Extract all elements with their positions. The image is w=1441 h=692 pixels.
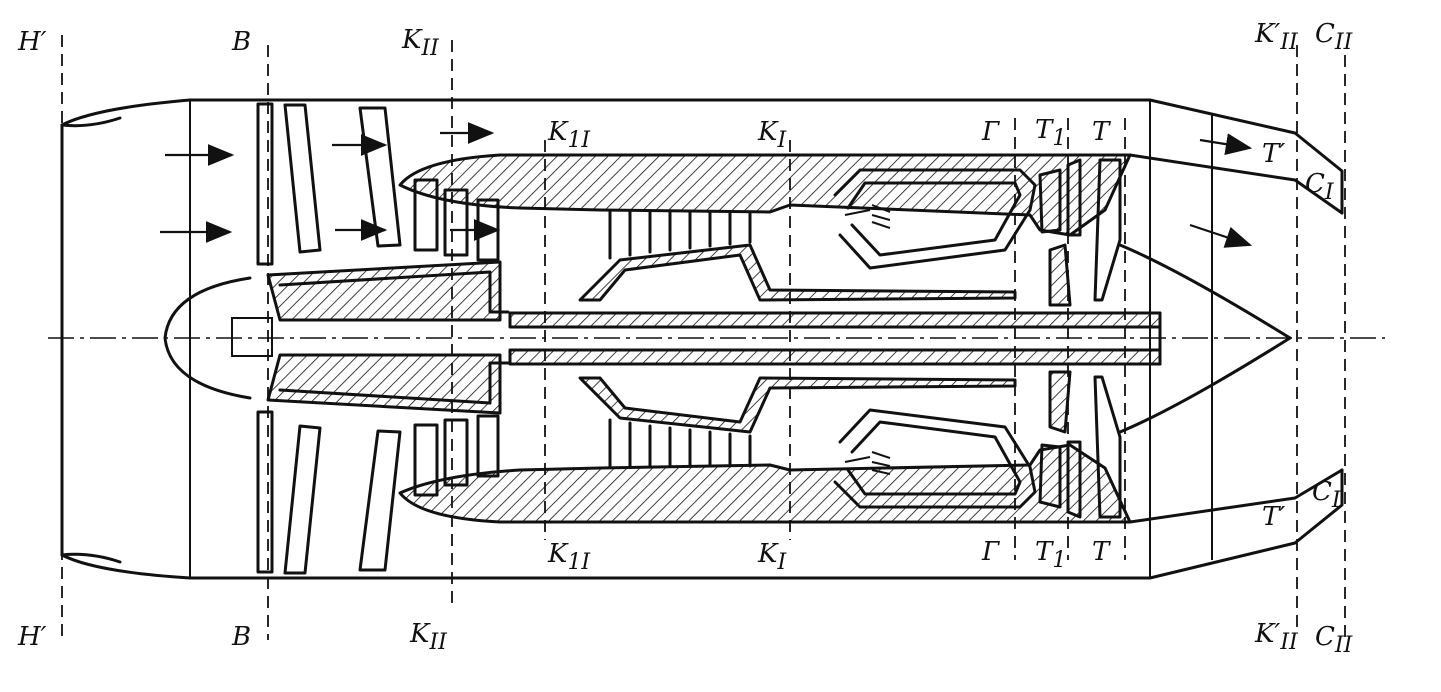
station-lines <box>61 35 1346 640</box>
label-t-prime-top: T′ <box>1262 139 1285 169</box>
label-k-ii-prime-top: K′II <box>1254 19 1299 55</box>
label-t1-top: T1 <box>1035 115 1066 151</box>
turbine-upper <box>1038 158 1292 340</box>
label-g-bottom: Г <box>981 537 1000 567</box>
label-k-ii-bottom: KII <box>409 619 448 655</box>
combustor-lower <box>833 408 1037 509</box>
label-c-ii-top: CII <box>1315 19 1354 55</box>
label-c-i-top: CI <box>1305 169 1335 205</box>
flow-arrows <box>160 122 1253 248</box>
engine-shaft <box>508 311 1162 366</box>
station-labels-bottom: H′ В KII K1I KI Г T1 T K′II CII T′ CI <box>17 477 1354 658</box>
label-k-1i-bottom: K1I <box>547 539 591 575</box>
label-c-ii-bottom: CII <box>1315 622 1354 658</box>
label-h-prime-top: H′ <box>17 27 47 57</box>
label-g-top: Г <box>981 117 1000 147</box>
combustor-upper <box>833 168 1037 270</box>
core-cowl <box>398 153 1344 524</box>
label-t1-bottom: T1 <box>1035 537 1066 573</box>
label-h-prime-bottom: H′ <box>17 622 47 652</box>
label-c-i-bottom: CI <box>1312 477 1342 513</box>
spinner-and-hub <box>163 260 510 415</box>
label-v-bottom: В <box>231 622 251 652</box>
label-k-ii-top: KII <box>401 25 440 61</box>
fan-blades-lower <box>256 410 500 575</box>
label-k-ii-prime-bottom: K′II <box>1254 619 1299 655</box>
label-v-top: В <box>231 27 251 57</box>
label-k-1i-top: K1I <box>547 117 591 153</box>
station-labels-top: H′ В KII K1I KI Г T1 T K′II CII T′ CI <box>17 19 1354 205</box>
label-t-top: T <box>1092 117 1111 147</box>
label-t-bottom: T <box>1092 537 1111 567</box>
label-k-i-top: KI <box>757 117 787 153</box>
label-k-i-bottom: KI <box>757 539 787 575</box>
label-t-prime-bottom: T′ <box>1262 502 1285 532</box>
hp-compressor <box>578 210 1017 468</box>
